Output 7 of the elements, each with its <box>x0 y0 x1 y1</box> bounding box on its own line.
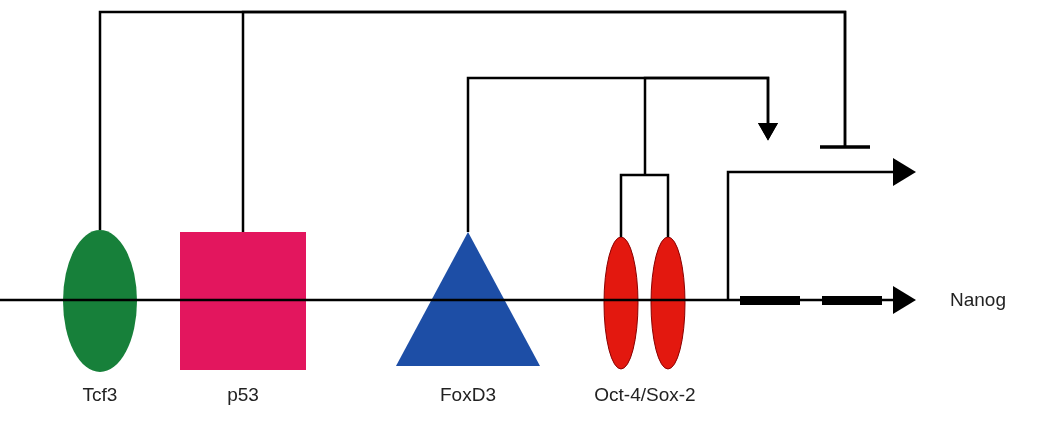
activation-arrow <box>619 76 778 239</box>
gene-label: FoxD3 <box>439 384 497 406</box>
gene-label: Tcf3 <box>81 384 119 406</box>
repression-line <box>241 10 872 232</box>
gene-name: Nanog <box>950 289 1006 311</box>
gene-label: p53 <box>226 384 260 406</box>
gene-label: Oct-4/Sox-2 <box>593 384 697 406</box>
